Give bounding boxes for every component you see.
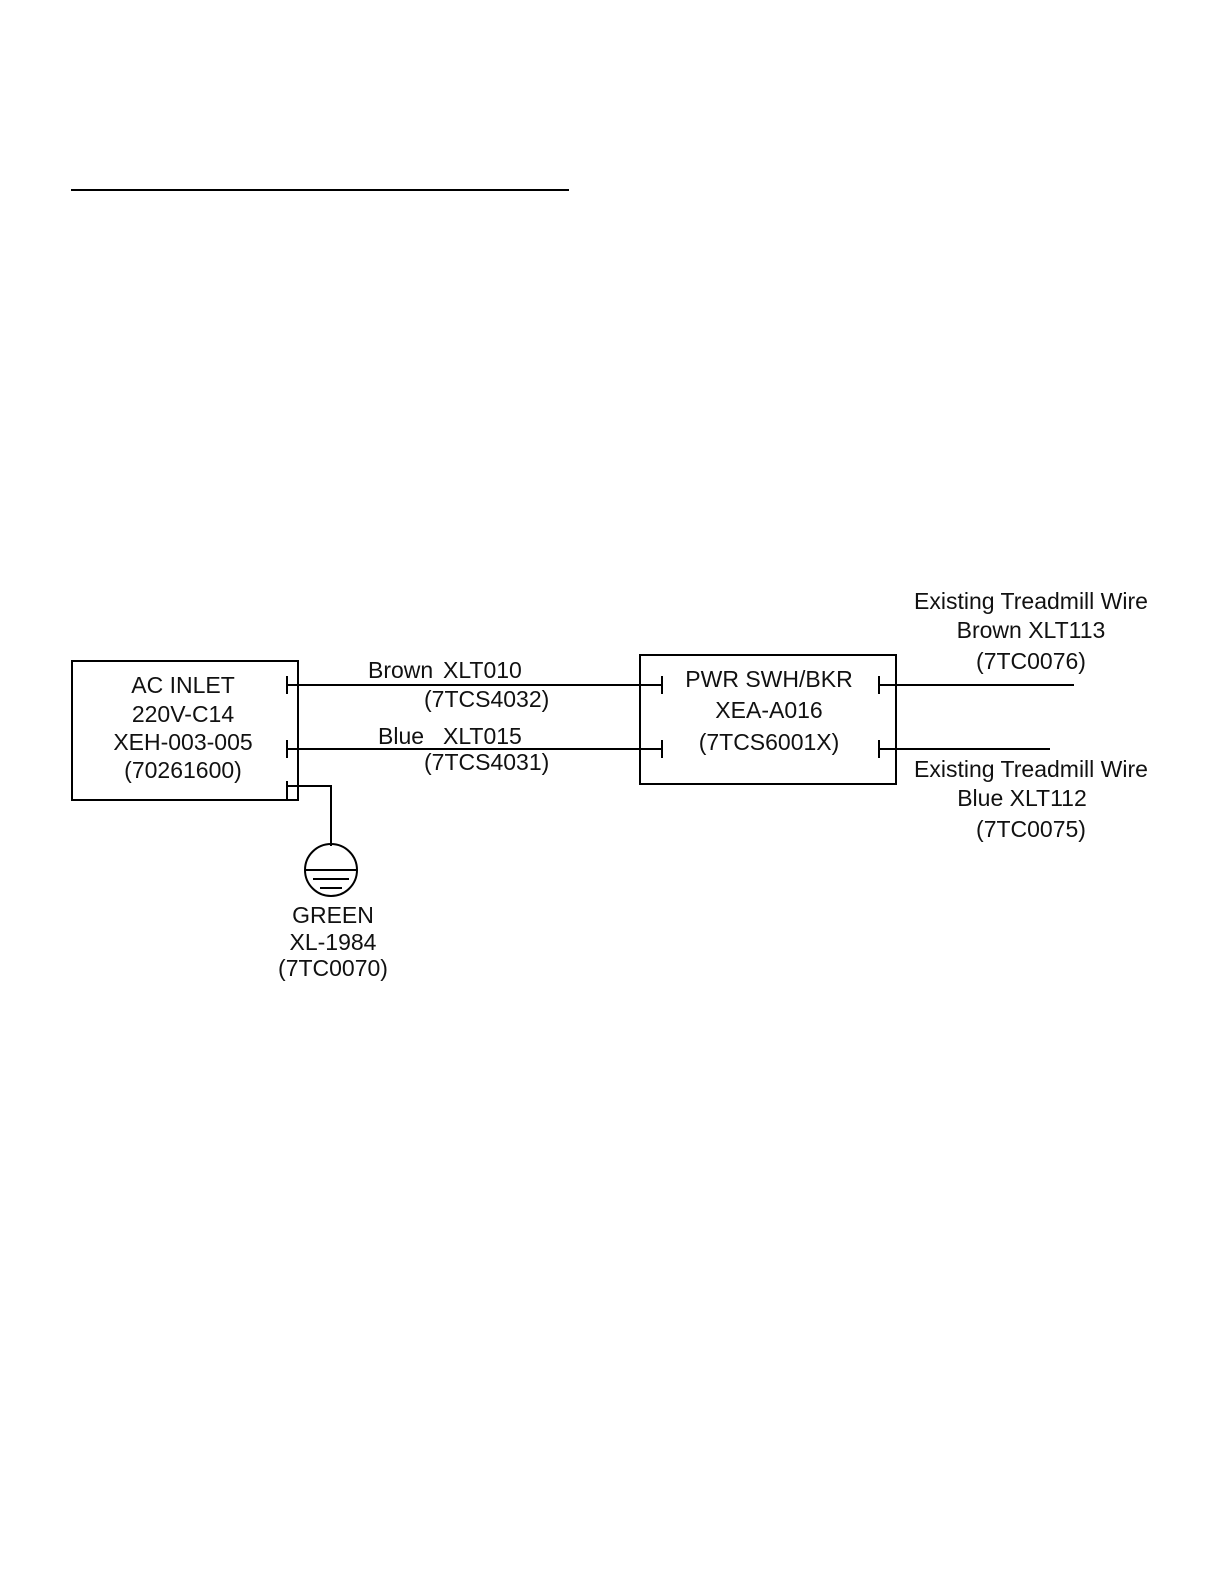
ac-inlet-line-4: (70261600) <box>124 757 242 783</box>
existing-brown-label: Existing Treadmill Wire Brown XLT113 (7T… <box>914 588 1148 674</box>
ac-inlet-line-2: 220V-C14 <box>132 701 235 727</box>
blue-wire-part: (7TCS4031) <box>424 749 549 775</box>
existing-blue-label: Existing Treadmill Wire Blue XLT112 (7TC… <box>914 756 1148 842</box>
ac-inlet-label: AC INLET 220V-C14 XEH-003-005 (70261600) <box>113 672 252 783</box>
blue-wire-color: Blue <box>378 723 424 749</box>
ground-line-3: (7TC0070) <box>278 955 388 981</box>
ground-wire <box>287 786 331 846</box>
ground-label: GREEN XL-1984 (7TC0070) <box>278 902 388 981</box>
existing-blue-line-2: Blue XLT112 <box>957 785 1087 811</box>
ground-line-1: GREEN <box>292 902 374 928</box>
power-switch-line-1: PWR SWH/BKR <box>685 666 852 692</box>
existing-blue-line-3: (7TC0075) <box>976 816 1086 842</box>
power-switch-line-2: XEA-A016 <box>715 697 822 723</box>
power-switch-line-3: (7TCS6001X) <box>699 729 840 755</box>
ac-inlet-line-3: XEH-003-005 <box>113 729 252 755</box>
ac-inlet-line-1: AC INLET <box>131 672 235 698</box>
power-switch-label: PWR SWH/BKR XEA-A016 (7TCS6001X) <box>685 666 852 755</box>
existing-brown-line-1: Existing Treadmill Wire <box>914 588 1148 614</box>
existing-blue-line-1: Existing Treadmill Wire <box>914 756 1148 782</box>
blue-wire-code: XLT015 <box>443 723 522 749</box>
brown-wire-code: XLT010 <box>443 657 522 683</box>
brown-wire-part: (7TCS4032) <box>424 686 549 712</box>
brown-wire-color: Brown <box>368 657 433 683</box>
ground-icon <box>305 844 357 896</box>
ground-line-2: XL-1984 <box>290 929 377 955</box>
existing-brown-line-3: (7TC0076) <box>976 648 1086 674</box>
existing-brown-line-2: Brown XLT113 <box>957 617 1106 643</box>
